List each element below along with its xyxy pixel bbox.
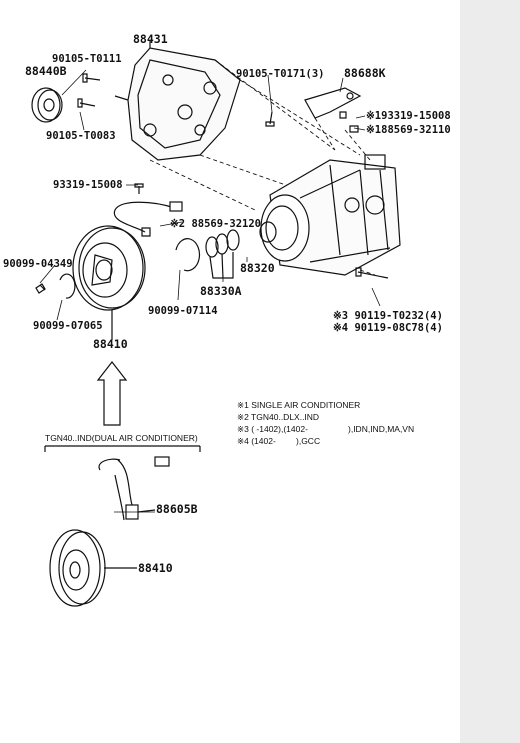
label-90105-t0171: 90105-T0171(3): [236, 68, 325, 80]
label-88440b: 88440B: [25, 64, 67, 78]
label-88330a: 88330A: [200, 284, 242, 298]
label-90099-07114: 90099-07114: [148, 305, 218, 317]
label-88410-upper: 88410: [93, 337, 128, 351]
pulley-bolts: [77, 73, 275, 194]
label-93319-15008: 93319-15008: [53, 179, 123, 191]
leader-lines: [39, 46, 381, 513]
label-90105-t0083: 90105-T0083: [46, 130, 116, 142]
note-1: ※1 SINGLE AIR CONDITIONER: [237, 400, 361, 410]
note-3a: ※3 ( -1402),(1402-: [237, 424, 308, 434]
note-3b: ),IDN,IND,MA,VN: [348, 424, 415, 434]
magnetic-clutch-lower: [49, 529, 137, 607]
label-88605b: 88605B: [156, 502, 198, 516]
diagram-panel: [0, 0, 460, 743]
idler-pulley: [31, 87, 63, 123]
variant-bracket: [44, 445, 201, 452]
compressor-body: [259, 154, 401, 276]
mount-plate: [304, 87, 362, 133]
label-88320: 88320: [240, 261, 275, 275]
note-4a: ※4 (1402-: [237, 436, 276, 446]
mounting-bracket: [114, 40, 241, 161]
guide-lines: [149, 59, 376, 276]
label-88688k: 88688K: [344, 66, 386, 80]
label-90105-t0111: 90105-T0111: [52, 53, 122, 65]
magnetic-clutch-upper: [72, 225, 146, 340]
clutch-harness-wire: [113, 201, 183, 237]
label-90119-t0232: ※3 90119-T0232(4): [333, 310, 443, 322]
label-90099-04349: 90099-04349: [3, 258, 73, 270]
label-88410-lower: 88410: [138, 561, 173, 575]
label-88569-32120: ※2 88569-32120: [170, 218, 261, 230]
note-2: ※2 TGN40..DLX..IND: [237, 412, 320, 422]
label-88431: 88431: [133, 32, 168, 46]
label-90099-07065: 90099-07065: [33, 320, 103, 332]
compressor-bolts: [355, 267, 389, 279]
label-90119-08c78: ※4 90119-08C78(4): [333, 322, 443, 334]
up-arrow: [96, 361, 128, 426]
variant-title: TGN40..IND(DUAL AIR CONDITIONER): [45, 433, 198, 443]
note-4b: ),GCC: [296, 436, 321, 446]
snap-rings: [35, 229, 240, 299]
label-93319-15008-upper: ※193319-15008: [366, 110, 451, 122]
label-88569-32110: ※188569-32110: [366, 124, 451, 136]
